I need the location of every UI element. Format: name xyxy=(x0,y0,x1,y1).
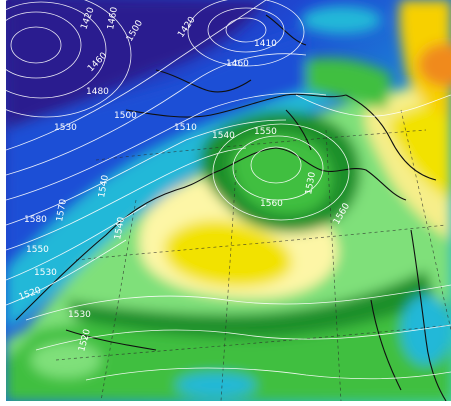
contour-label: 1460 xyxy=(106,6,120,31)
contour-label: 1480 xyxy=(86,87,109,97)
field-ne-orange xyxy=(418,43,451,87)
contour-label: 1530 xyxy=(54,123,77,133)
field-deep-nw xyxy=(6,0,266,130)
weather-map: 1420 1460 1420 1410 1460 1500 1480 1460 … xyxy=(6,0,451,401)
contour-label: 1530 xyxy=(304,171,318,196)
contour-label: 1540 xyxy=(212,131,235,141)
contour-label: 1570 xyxy=(55,198,69,223)
contour-label: 1460 xyxy=(226,59,249,69)
contour-label: 1560 xyxy=(260,199,283,209)
contour-label: 1580 xyxy=(24,215,47,225)
field-north-green xyxy=(306,58,391,110)
contour-label: 1540 xyxy=(97,174,111,199)
field-sw-light-green xyxy=(31,342,101,378)
contour-label: 1500 xyxy=(114,111,137,121)
contour-label: 1550 xyxy=(254,127,277,137)
height-contours xyxy=(6,0,451,381)
field-green-low-core xyxy=(231,135,332,215)
field-yellow-core xyxy=(164,220,292,287)
contour-label: 1540 xyxy=(113,216,127,241)
field-north-cyan xyxy=(301,6,381,34)
contour-label: 1510 xyxy=(174,123,197,133)
field-s-cyan xyxy=(176,373,256,397)
contour-label: 1530 xyxy=(68,310,91,320)
field-se-cyan xyxy=(401,295,451,365)
contour-label: 1410 xyxy=(254,39,277,49)
contour-labels: 1420 1460 1420 1410 1460 1500 1480 1460 … xyxy=(18,6,353,353)
contour-label: 1550 xyxy=(26,245,49,255)
field-dark-green-belt xyxy=(66,270,436,339)
field-east-yellow xyxy=(389,100,451,200)
weather-map-canvas: 1420 1460 1420 1410 1460 1500 1480 1460 … xyxy=(6,0,451,401)
contour-label: 1530 xyxy=(34,268,57,278)
